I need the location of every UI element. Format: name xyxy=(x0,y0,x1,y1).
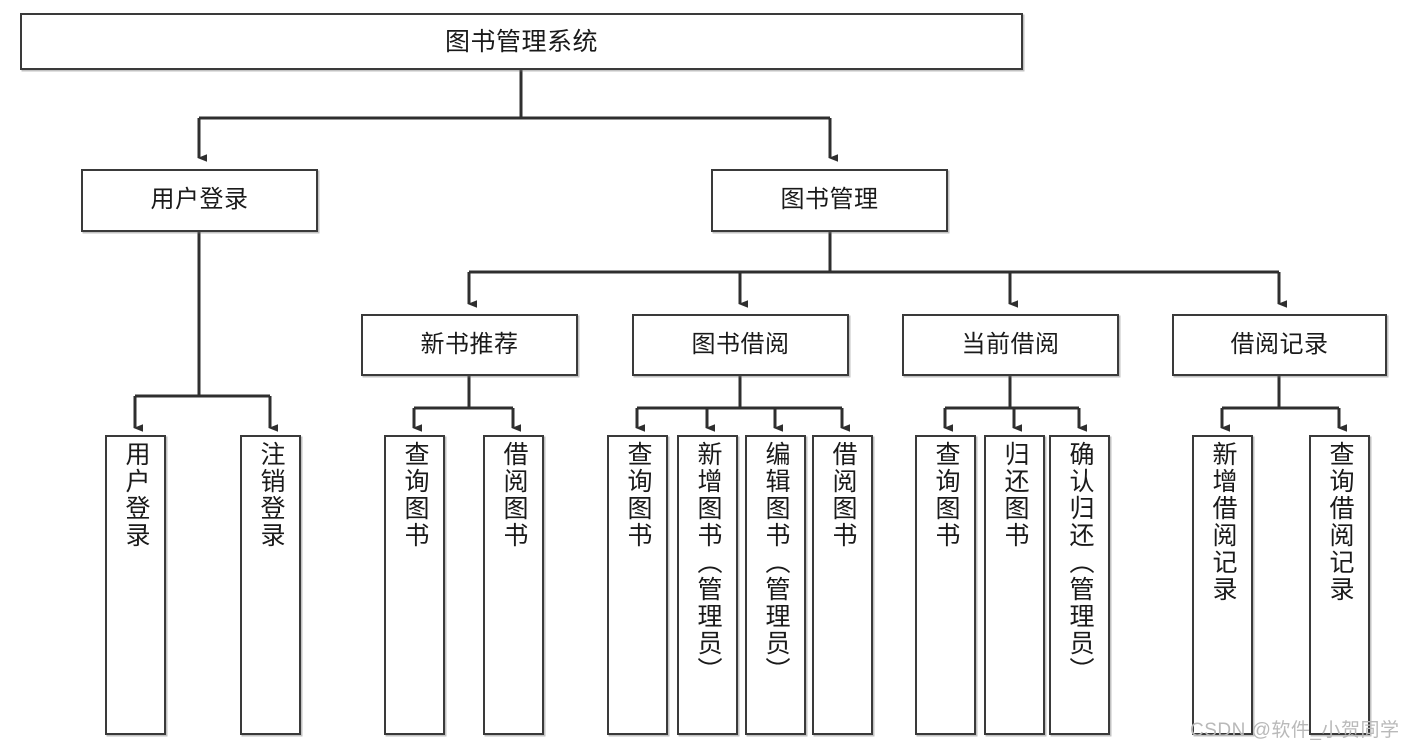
node-book-management[interactable]: 图书管理 xyxy=(711,169,948,232)
node-label: 查询借阅记录 xyxy=(1326,441,1354,603)
node-label: 查询图书 xyxy=(401,441,429,549)
node-new-book-recommend[interactable]: 新书推荐 xyxy=(361,314,578,376)
leaf-borrow-book-1[interactable]: 借阅图书 xyxy=(483,435,544,735)
node-label: 借阅记录 xyxy=(1230,330,1329,358)
leaf-query-book-1[interactable]: 查询图书 xyxy=(384,435,445,735)
node-label: 用户登录 xyxy=(150,186,249,214)
node-user-login[interactable]: 用户登录 xyxy=(81,169,318,232)
node-label: 注销登录 xyxy=(257,441,285,549)
leaf-user-login[interactable]: 用户登录 xyxy=(105,435,166,735)
node-label: 当前借阅 xyxy=(961,330,1060,358)
leaf-add-book-admin[interactable]: 新增图书（管理员） xyxy=(677,435,738,735)
node-label: 归还图书 xyxy=(1001,441,1029,549)
node-label: 确认归还（管理员） xyxy=(1066,441,1094,684)
node-label: 借阅图书 xyxy=(500,441,528,549)
node-label: 查询图书 xyxy=(932,441,960,549)
node-book-borrow[interactable]: 图书借阅 xyxy=(632,314,849,376)
leaf-query-book-2[interactable]: 查询图书 xyxy=(607,435,668,735)
leaf-add-borrow-record[interactable]: 新增借阅记录 xyxy=(1192,435,1253,735)
node-borrow-records[interactable]: 借阅记录 xyxy=(1172,314,1387,376)
node-label: 查询图书 xyxy=(624,441,652,549)
leaf-query-book-3[interactable]: 查询图书 xyxy=(915,435,976,735)
node-label: 图书借阅 xyxy=(691,330,790,358)
leaf-logout[interactable]: 注销登录 xyxy=(240,435,301,735)
node-label: 图书管理系统 xyxy=(444,27,598,56)
node-label: 新书推荐 xyxy=(420,330,519,358)
node-root[interactable]: 图书管理系统 xyxy=(20,13,1023,70)
node-label: 编辑图书（管理员） xyxy=(762,441,790,684)
leaf-query-borrow-record[interactable]: 查询借阅记录 xyxy=(1309,435,1370,735)
node-label: 图书管理 xyxy=(780,186,879,214)
node-label: 用户登录 xyxy=(122,441,150,549)
node-current-borrow[interactable]: 当前借阅 xyxy=(902,314,1119,376)
leaf-borrow-book-2[interactable]: 借阅图书 xyxy=(812,435,873,735)
leaf-return-book[interactable]: 归还图书 xyxy=(984,435,1045,735)
node-label: 新增图书（管理员） xyxy=(694,441,722,684)
leaf-edit-book-admin[interactable]: 编辑图书（管理员） xyxy=(745,435,806,735)
node-label: 借阅图书 xyxy=(829,441,857,549)
watermark-csdn: CSDN @软件_小贺同学 xyxy=(1190,720,1400,741)
node-label: 新增借阅记录 xyxy=(1209,441,1237,603)
leaf-confirm-return-admin[interactable]: 确认归还（管理员） xyxy=(1049,435,1110,735)
